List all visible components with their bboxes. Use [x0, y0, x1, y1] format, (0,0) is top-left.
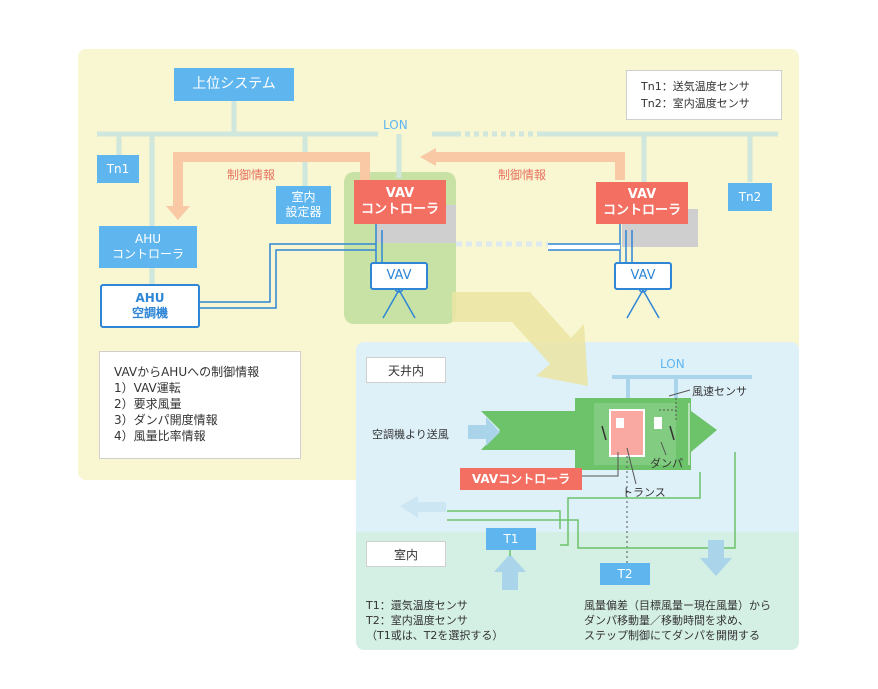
tn1-sensor: Tn1	[97, 155, 139, 183]
sensor-notes: T1：還気温度センサ T2：室内温度センサ （T1或は、T2を選択する）	[366, 598, 546, 643]
info-box: VAVからAHUへの制御情報 1）VAV運転 2）要求風量 3）ダンパ開度情報 …	[99, 351, 301, 459]
room-label-box: 室内	[366, 541, 446, 567]
t2-sensor: T2	[600, 563, 650, 585]
control-notes: 風量偏差（目標風量ー現在風量）から ダンパ移動量／移動時間を求め、 ステップ制御…	[584, 598, 796, 643]
lon-label-top: LON	[383, 118, 408, 132]
signal-wiring-dashed	[456, 241, 620, 250]
vav-unit-1: VAV	[370, 262, 428, 290]
control-note-1: 風量偏差（目標風量ー現在風量）から	[584, 599, 771, 612]
signal-wiring	[196, 224, 633, 309]
upper-system-label: 上位システム	[192, 75, 276, 92]
down-arrow	[700, 540, 732, 576]
ahu-unit: AHU 空調機	[100, 284, 200, 328]
vav-unit-2-label: VAV	[630, 267, 656, 283]
room-setter-line1: 室内	[291, 190, 316, 204]
transformer-label: トランス	[622, 486, 666, 499]
vav-controller-1: VAV コントローラ	[354, 180, 446, 224]
vav-controller-2-line2: コントローラ	[602, 203, 681, 218]
legend-box: Tn1：送気温度センサ Tn2：室内温度センサ	[626, 70, 782, 120]
control-info-right: 制御情報	[498, 168, 547, 182]
t2-label: T2	[617, 566, 633, 581]
legend-tn2: Tn2：室内温度センサ	[641, 97, 750, 110]
sensor-note-2: T2：室内温度センサ	[366, 614, 468, 627]
info-item-1: 1）VAV運転	[114, 381, 181, 395]
tn2-label: Tn2	[738, 189, 762, 204]
control-info-left: 制御情報	[227, 168, 276, 182]
vav-unit-1-label: VAV	[386, 267, 412, 283]
upper-system-box: 上位システム	[174, 68, 294, 101]
sensor-note-3: （T1或は、T2を選択する）	[366, 629, 504, 642]
return-duct	[447, 452, 736, 549]
info-item-3: 3）ダンパ開度情報	[114, 413, 218, 427]
tn2-sensor: Tn2	[728, 183, 772, 211]
vav-controller-2: VAV コントローラ	[596, 182, 688, 224]
vav-controller-1-line1: VAV	[385, 185, 415, 201]
t1-label: T1	[503, 531, 519, 546]
ceiling-label: 天井内	[387, 363, 424, 378]
airflow-sensor-label: 風速センサ	[692, 385, 747, 398]
room-label: 室内	[393, 547, 418, 562]
info-item-2: 2）要求風量	[114, 397, 182, 411]
control-note-2: ダンパ移動量／移動時間を求め、	[584, 614, 749, 627]
ahu-controller: AHU コントローラ	[99, 226, 197, 268]
vav-controller-1-line2: コントローラ	[360, 202, 439, 217]
ahu-unit-line1: AHU	[135, 291, 165, 305]
legend-tn1: Tn1：送気温度センサ	[641, 80, 750, 93]
ahu-controller-line2: コントローラ	[111, 247, 184, 261]
ahu-controller-line1: AHU	[134, 232, 161, 246]
supply-arrow	[468, 417, 500, 446]
zoom-arrow	[452, 292, 588, 386]
control-note-3: ステップ制御にてダンパを開閉する	[584, 629, 760, 642]
info-item-4: 4）風量比率情報	[114, 429, 206, 443]
vav-controller-detail-label: VAVコントローラ	[471, 471, 571, 486]
control-info-arrows	[173, 152, 625, 206]
t1-sensor: T1	[486, 528, 536, 550]
vav-unit-2: VAV	[614, 262, 672, 290]
room-setter-line2: 設定器	[285, 205, 322, 219]
ceiling-label-box: 天井内	[366, 357, 446, 383]
lon-label-detail: LON	[660, 357, 685, 371]
sensor-note-1: T1：還気温度センサ	[366, 599, 468, 612]
damper-label: ダンパ	[650, 457, 683, 470]
tn1-label: Tn1	[106, 161, 130, 176]
duct	[481, 398, 717, 470]
room-setter: 室内 設定器	[276, 186, 331, 224]
vav-controller-2-line1: VAV	[627, 186, 657, 202]
vav-controller-detail: VAVコントローラ	[460, 468, 582, 490]
lon-bus-top	[97, 101, 778, 284]
info-title: VAVからAHUへの制御情報	[114, 365, 260, 379]
supply-air-label: 空調機より送風	[372, 428, 449, 441]
up-arrow	[494, 554, 526, 590]
ahu-unit-line2: 空調機	[131, 306, 168, 320]
